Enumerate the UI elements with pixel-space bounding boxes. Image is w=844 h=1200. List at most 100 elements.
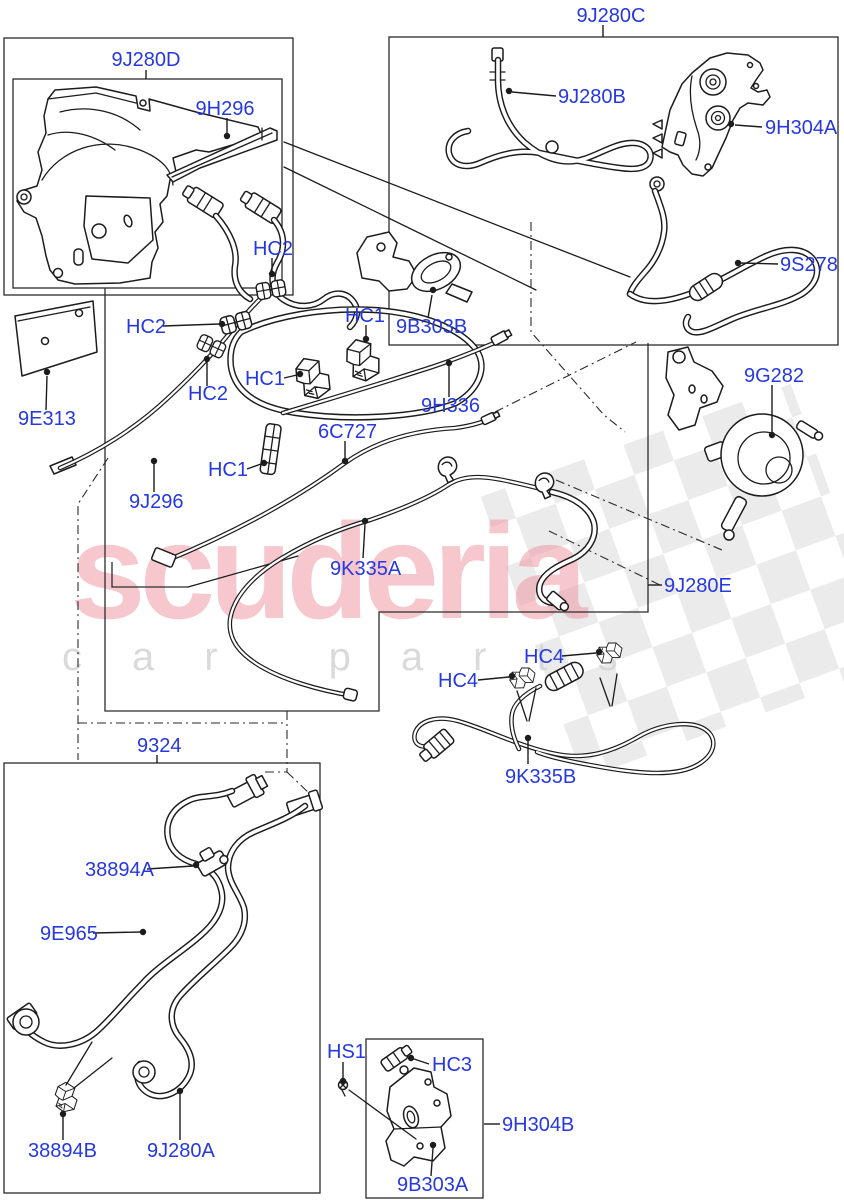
part-label-HC2-8[interactable]: HC2	[253, 238, 293, 260]
leader-dot-HC2	[203, 355, 211, 363]
part-label-HC2-10[interactable]: HC2	[188, 383, 228, 405]
leader-dot-HC1	[296, 370, 304, 378]
box-9324	[3, 762, 321, 1194]
leader-line-HC1	[283, 374, 298, 379]
bracket-9J280D-art	[16, 86, 278, 285]
leader-dot-HC4	[508, 672, 516, 680]
sensor-HC3-art	[380, 1044, 413, 1075]
leader-dot-HC4	[595, 648, 603, 656]
box-9J280D	[12, 78, 283, 289]
part-label-9K335A-17[interactable]: 9K335A	[330, 558, 402, 580]
leader-dot-HC1	[362, 335, 370, 343]
leader-dot-HS1	[339, 1077, 347, 1085]
box-9H304B	[365, 1038, 484, 1199]
hose-9J280E-art	[539, 492, 594, 612]
clip-HC1-a	[343, 336, 383, 384]
bracket-9H304B-art	[337, 1044, 452, 1167]
part-label-9H304A-4[interactable]: 9H304A	[765, 117, 838, 139]
part-label-HC4-20[interactable]: HC4	[438, 670, 478, 692]
part-label-6C727-15[interactable]: 6C727	[318, 421, 377, 443]
bracket-9B303B-art	[356, 231, 473, 303]
leader-dot-9K335B	[524, 734, 532, 742]
part-label-9G282-19[interactable]: 9G282	[744, 365, 804, 387]
leader-line-HC4	[561, 652, 597, 657]
part-label-9B303A-31[interactable]: 9B303A	[397, 1174, 469, 1196]
leader-dot-9K335A	[361, 517, 369, 525]
watermark-brand-text: scuderia	[70, 495, 589, 647]
part-label-9J280C-2[interactable]: 9J280C	[577, 5, 646, 27]
leader-dot-9J296	[150, 457, 158, 465]
leader-line-9S278	[740, 262, 779, 265]
part-label-HC1-12[interactable]: HC1	[245, 368, 285, 390]
part-label-HC4-21[interactable]: HC4	[524, 646, 564, 668]
pipe-6C727-art	[150, 410, 501, 568]
leader-dot-9G282	[768, 431, 776, 439]
leader-dot-9H304A	[727, 120, 735, 128]
leader-line-38894A	[146, 865, 194, 870]
part-label-9B303B-6[interactable]: 9B303B	[396, 316, 467, 338]
part-label-9J280E-18[interactable]: 9J280E	[664, 575, 732, 597]
bracket-9H304A-art	[652, 52, 771, 177]
part-label-9S278-5[interactable]: 9S278	[780, 254, 838, 276]
box-9J280C	[388, 36, 839, 346]
part-label-9J280A-27[interactable]: 9J280A	[147, 1140, 215, 1162]
part-label-HS1-28[interactable]: HS1	[327, 1041, 366, 1063]
structure-lines	[3, 36, 839, 1199]
part-label-9H296-1[interactable]: 9H296	[196, 98, 255, 120]
leader-dot-38894A	[192, 861, 200, 869]
hose-9S278-art	[630, 176, 817, 332]
box-9J280D-outer	[3, 37, 294, 296]
part-label-9H304B-30[interactable]: 9H304B	[502, 1114, 574, 1136]
leader-line-9B303A	[430, 1147, 434, 1177]
central-inner-corner	[111, 562, 188, 588]
part-label-HC1-13[interactable]: HC1	[208, 459, 248, 481]
leader-line-9B303B	[427, 294, 433, 319]
leader-dot-9H336	[445, 359, 453, 367]
part-label-38894A-24[interactable]: 38894A	[85, 859, 155, 881]
leader-line-HC2	[162, 323, 220, 327]
leader-dot-9B303B	[429, 286, 437, 294]
part-label-9E965-25[interactable]: 9E965	[40, 923, 98, 945]
part-label-9324-23[interactable]: 9324	[137, 735, 182, 757]
part-labels: 9J280D 9H296 9J280C 9J280B 9H304A 9S278 9B303B…	[18, 5, 838, 1196]
leader-dot-9E965	[139, 928, 147, 936]
leader-line-9E313	[45, 375, 48, 411]
pipe-9H336-art	[283, 329, 513, 413]
clip-38894B	[52, 1080, 81, 1115]
part-label-9J280B-3[interactable]: 9J280B	[558, 86, 626, 108]
clip-HC2-c	[195, 332, 228, 360]
leader-line-HC3	[413, 1058, 430, 1065]
leader-line-HC1	[246, 463, 262, 470]
part-label-9E313-7[interactable]: 9E313	[18, 408, 76, 430]
part-label-HC2-9[interactable]: HC2	[126, 316, 166, 338]
pipe-9K335A-art	[230, 454, 559, 702]
hose-9J280B-art	[449, 47, 651, 169]
leader-line-9J280B	[511, 91, 557, 97]
leader-line-HC4	[477, 676, 510, 681]
center-hoses-art	[182, 185, 481, 418]
clip-HC1-b	[291, 353, 335, 404]
leader-dot-HC2	[218, 320, 226, 328]
part-artwork	[6, 47, 824, 1167]
part-label-9J296-16[interactable]: 9J296	[129, 491, 184, 513]
leader-dot-9E313	[43, 368, 51, 376]
part-label-9J280D-0[interactable]: 9J280D	[112, 49, 181, 71]
clip-HC1-c	[259, 423, 282, 476]
leader-dot-HC2	[268, 270, 276, 278]
leader-line-9H304A	[734, 124, 763, 128]
leader-line-9K335A	[362, 523, 366, 559]
fuel-hoses-9324-art	[6, 773, 324, 1115]
part-label-HC1-11[interactable]: HC1	[345, 305, 385, 327]
plate-9E313-art	[14, 300, 98, 377]
leader-dot-9J280B	[505, 87, 513, 95]
pipe-9K335B-art	[414, 640, 713, 773]
hose-9J296-art	[49, 282, 278, 475]
leader-dot-HC3	[407, 1054, 415, 1062]
part-label-9K335B-22[interactable]: 9K335B	[505, 766, 576, 788]
leader-dot-9S278	[734, 259, 742, 267]
part-label-38894B-26[interactable]: 38894B	[28, 1140, 97, 1162]
part-label-HC3-29[interactable]: HC3	[432, 1054, 472, 1076]
part-label-9H336-14[interactable]: 9H336	[421, 395, 480, 417]
projection-dash-lines	[77, 222, 723, 795]
